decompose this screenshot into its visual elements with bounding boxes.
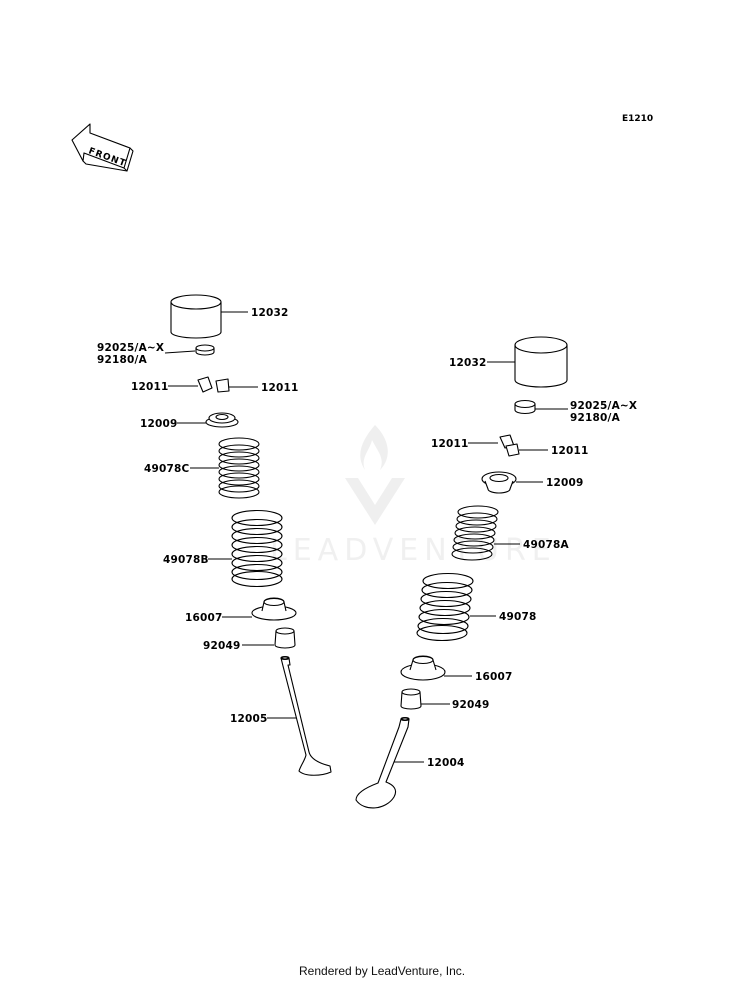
right-valve[interactable] (355, 716, 410, 809)
label-right-shim-2: 92180/A (570, 412, 621, 424)
diagram-code: E1210 (622, 114, 653, 124)
right-tappet[interactable] (514, 336, 568, 388)
watermark-text: LEADVENTURE (270, 533, 557, 568)
label-right-outer-spring: 49078 (499, 611, 537, 623)
label-left-outer-spring: 49078B (163, 554, 209, 566)
watermark-logo-icon (345, 425, 405, 525)
footer-credit: Rendered by LeadVenture, Inc. (299, 964, 465, 978)
left-stem-seal[interactable] (274, 627, 296, 649)
left-retainer[interactable] (205, 412, 239, 428)
label-left-inner-spring: 49078C (144, 463, 190, 475)
front-arrow-icon: FRONT (71, 123, 134, 172)
right-cotters[interactable] (499, 434, 520, 457)
label-left-retainer: 12009 (140, 418, 178, 430)
right-outer-spring[interactable] (416, 572, 474, 642)
label-right-inner-spring: 49078A (523, 539, 570, 551)
label-right-stem-seal: 92049 (452, 699, 490, 711)
label-left-spring-seat: 16007 (185, 612, 223, 624)
right-retainer[interactable] (481, 471, 517, 494)
label-left-cotter-right: 12011 (261, 382, 299, 394)
label-left-valve: 12005 (230, 713, 268, 725)
left-outer-spring[interactable] (231, 509, 283, 588)
label-left-tappet: 12032 (251, 307, 289, 319)
right-shim[interactable] (514, 399, 536, 415)
label-left-shim-1: 92025/A~X (97, 342, 164, 354)
right-spring-seat[interactable] (400, 655, 446, 681)
left-shim[interactable] (195, 344, 215, 356)
left-valve[interactable] (280, 655, 332, 776)
label-right-retainer: 12009 (546, 477, 584, 489)
label-right-spring-seat: 16007 (475, 671, 513, 683)
right-inner-spring[interactable] (451, 505, 499, 561)
label-left-cotter-left: 12011 (131, 381, 169, 393)
label-right-cotter-right: 12011 (551, 445, 589, 457)
label-right-shim-1: 92025/A~X (570, 400, 637, 412)
label-right-tappet: 12032 (449, 357, 487, 369)
label-left-shim-2: 92180/A (97, 354, 148, 366)
right-stem-seal[interactable] (400, 688, 422, 710)
watermark: LEADVENTURE (270, 425, 557, 568)
left-tappet[interactable] (170, 294, 222, 339)
left-cotters[interactable] (197, 376, 230, 393)
left-spring-seat[interactable] (251, 597, 297, 621)
label-left-stem-seal: 92049 (203, 640, 241, 652)
left-inner-spring[interactable] (218, 437, 260, 499)
label-right-cotter-left: 12011 (431, 438, 469, 450)
label-right-valve: 12004 (427, 757, 465, 769)
